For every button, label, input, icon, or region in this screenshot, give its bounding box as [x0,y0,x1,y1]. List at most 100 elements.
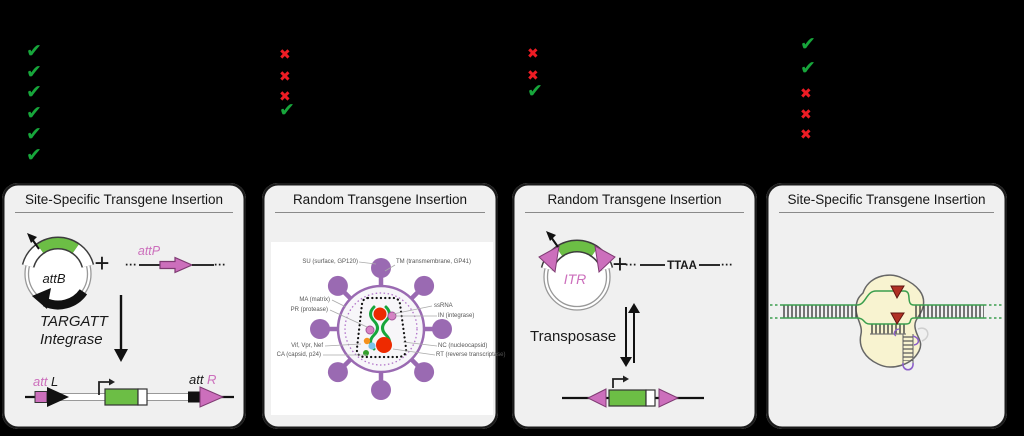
cut-site-marker [890,285,905,300]
dots-right: ··· [721,258,733,272]
attP-site: attP ··· ··· [125,244,226,274]
protein-dot [376,337,392,353]
protein-dot [368,342,376,350]
panel-transposase-rule [525,212,744,213]
enzyme-name: Transposase [530,328,616,345]
protein-dot [363,337,371,345]
protein-dot [373,307,387,321]
panel-targatt-rule [15,212,233,213]
svg-text:R: R [207,372,216,387]
dots-right: ··· [214,258,226,272]
attL-label: att [33,374,49,389]
guide-rna [893,327,929,371]
mark-check-col1-row3: ✔ [26,81,42,103]
attL-box [34,391,48,403]
genomic-dna [770,290,1003,335]
mark-check-col1-row6: ✔ [26,144,42,166]
mark-cross-col4-row3: ✖ [800,86,812,102]
rna-strand [369,305,379,351]
lentivirus-diagram [310,258,452,400]
mark-cross-col4-row5: ✖ [800,127,812,143]
transgene-box [104,388,139,406]
label-tm: TM (transmembrane, GP41) [396,259,472,265]
mark-cross-col4-row4: ✖ [800,107,812,123]
promoter-arrow-icon [612,378,623,388]
protein-dot [387,311,397,321]
mark-cross-col2-row3: ✖ [279,89,291,105]
mark-cross-col2-row1: ✖ [279,47,291,63]
reaction-arrow [114,295,128,362]
svg-text:L: L [51,374,58,389]
attP-label: attP [138,244,161,258]
attB-label: attB [42,271,65,286]
transposase-diagram: ITR + ··· TTAA ··· Transposase [530,231,733,408]
plus-sign: + [94,248,109,278]
mark-check-col1-row4: ✔ [26,102,42,124]
comparison-marks: ✔✔✔✔✔✔✖✖✖✔✖✖✔✔✔✖✖✖ [0,0,1024,183]
mark-cross-col3-row1: ✖ [527,46,539,62]
displaced-strand [856,290,915,306]
virion [310,258,452,400]
transgene-box [608,389,647,407]
mark-check-col2-row4: ✔ [279,99,295,121]
protein-dot [363,350,369,356]
panel-lentivirus: Random Transgene Insertion [262,183,505,429]
label-nc: NC (nucleocapsid) [438,343,488,349]
crispr-diagram [770,274,1003,371]
label-leader-lines [323,261,438,356]
attP-arrow-icon [159,256,194,274]
promoter-arrow-icon [98,381,109,395]
protein-dot [365,325,375,335]
mark-cross-col2-row2: ✖ [279,69,291,85]
attR-label: att [189,372,205,387]
attL-triangle [47,387,69,407]
integrated-construct [562,375,704,408]
integrated-construct: att L att R [25,372,234,408]
label-ma: MA (matrix) [299,297,330,303]
panel-crispr-title: Site-Specific Transgene Insertion [787,192,986,207]
ttaa-label: TTAA [667,260,697,272]
attR-triangle [199,386,225,408]
itr-triangle-right [658,388,680,408]
ttaa-site: ··· TTAA ··· [625,258,733,273]
panel-lentivirus-rule [275,212,485,213]
mark-cross-col3-row2: ✖ [527,68,539,84]
enzyme-name-line2: Integrase [40,331,103,348]
label-in: IN (integrase) [438,313,475,319]
matrix-ring [344,292,418,366]
mark-check-col1-row1: ✔ [26,40,42,62]
dots-left: ··· [625,258,637,272]
itr-triangle [594,245,616,274]
itr-triangle [538,245,560,274]
cut-site-marker [890,312,905,325]
backbone-arrow [42,288,88,310]
donor-plasmid: attB [21,233,95,310]
label-ssrna: ssRNA [434,303,453,309]
label-pr: PR (protease) [290,307,328,313]
label-ca: CA (capsid, p24) [276,352,321,358]
itr-label: ITR [564,271,587,287]
equilibrium-arrows [620,303,640,367]
plus-sign: + [612,249,627,279]
panel-lentivirus-title: Random Transgene Insertion [292,192,468,207]
panel-transposase-title: Random Transgene Insertion [547,192,722,207]
mark-check-col4-row2: ✔ [800,57,816,79]
panel-transposase: Random Transgene Insertion ITR + [512,183,757,429]
panel-crispr-rule [779,212,994,213]
mark-check-col1-row2: ✔ [26,61,42,83]
itr-triangle-left [586,388,607,408]
rna-dna-hybrid [870,324,906,334]
mark-check-col3-row3: ✔ [527,80,543,102]
label-rt: RT (reverse transcriptase) [436,352,506,358]
label-vif: Vif, Vpr, Nef [291,343,323,349]
donor-plasmid: ITR [538,231,616,311]
panel-targatt-title: Site-Specific Transgene Insertion [24,192,224,207]
panel-crispr: Site-Specific Transgene Insertion [766,183,1007,429]
mark-check-col4-row1: ✔ [800,33,816,55]
mark-check-col1-row5: ✔ [26,123,42,145]
panel-targatt: Site-Specific Transgene Insertion attB + [2,183,246,429]
attR-box [188,391,200,403]
label-su: SU (surface, GP120) [302,259,358,265]
enzyme-name-line1: TARGATT [40,313,110,330]
